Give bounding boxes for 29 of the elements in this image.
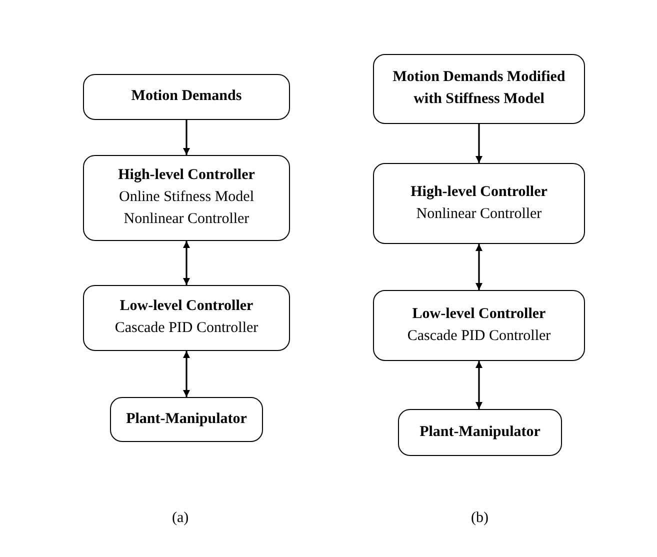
box-text: Online Stifness Model (119, 188, 254, 208)
process-box (373, 54, 585, 124)
double-arrow (476, 244, 482, 290)
process-box (398, 409, 562, 456)
box-heading: High-level Controller (118, 166, 255, 186)
box-heading: High-level Controller (410, 182, 548, 202)
process-box (83, 74, 290, 120)
process-box (373, 290, 585, 361)
panel-label: (a) (172, 510, 189, 527)
process-box (83, 285, 290, 351)
double-arrow (476, 361, 482, 409)
box-text: Cascade PID Controller (114, 319, 258, 338)
process-box (110, 397, 263, 442)
box-text: Nonlinear Controller (416, 204, 542, 224)
process-box (373, 163, 585, 244)
box-text: Nonlinear Controller (124, 210, 250, 229)
box-text: Cascade PID Controller (407, 326, 551, 346)
box-heading: Plant-Manipulator (126, 410, 247, 429)
box-heading: Low-level Controller (412, 304, 546, 324)
box-heading: Motion Demands (131, 87, 242, 106)
box-heading: Motion Demands Modified with Stiffness Model (392, 68, 566, 109)
process-box (83, 155, 290, 241)
double-arrow (183, 241, 190, 285)
panel-label: (b) (471, 510, 488, 527)
double-arrow (183, 351, 190, 397)
box-heading: Plant-Manipulator (420, 422, 540, 442)
arrow (183, 120, 190, 155)
box-heading: Low-level Controller (120, 297, 254, 316)
arrow (476, 124, 482, 163)
